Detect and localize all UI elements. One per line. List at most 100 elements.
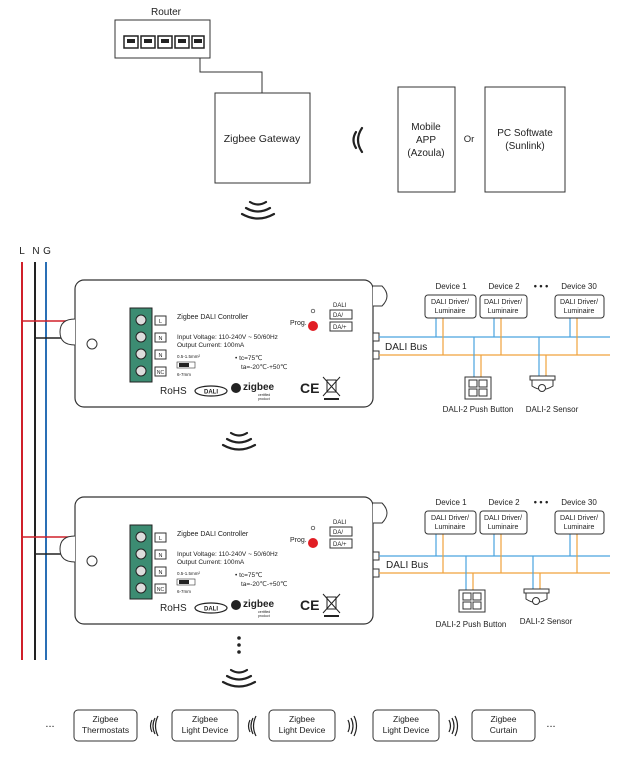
svg-text:Luminaire: Luminaire <box>488 308 519 315</box>
svg-text:Luminaire: Luminaire <box>564 308 595 315</box>
svg-text:Output Current: 100mA: Output Current: 100mA <box>177 559 245 566</box>
device-row-2: Device 1 Device 2 Device 30 • • • DALI D… <box>424 497 605 535</box>
svg-text:Prog.: Prog. <box>290 320 307 327</box>
mobile-app-box: Mobile APP (Azoula) <box>397 86 456 193</box>
bottom-device-light-1: Zigbee Light Device <box>171 709 239 742</box>
svg-text:N: N <box>159 570 163 576</box>
bottom-ellipsis-left: ... <box>45 718 54 730</box>
svg-text:NC: NC <box>157 370 165 376</box>
svg-text:Prog.: Prog. <box>290 537 307 544</box>
router-gateway-cable <box>199 58 263 93</box>
svg-text:Device 2: Device 2 <box>488 282 520 291</box>
svg-text:6-7mm: 6-7mm <box>177 372 191 377</box>
svg-text:N: N <box>159 353 163 359</box>
svg-text:DALI-2 Sensor: DALI-2 Sensor <box>526 405 579 414</box>
svg-text:0.5-1.5mm²: 0.5-1.5mm² <box>177 354 201 359</box>
svg-text:DALI Driver/: DALI Driver/ <box>431 515 469 522</box>
mobile-app-line3: (Azoula) <box>407 148 444 159</box>
svg-text:Thermostats: Thermostats <box>82 725 129 735</box>
svg-text:Device 30: Device 30 <box>561 282 597 291</box>
svg-text:DALI: DALI <box>333 303 347 309</box>
svg-text:Light Device: Light Device <box>279 725 326 735</box>
app-wireless-icon <box>352 126 364 154</box>
wire-g-label: G <box>43 246 51 257</box>
svg-text:Zigbee: Zigbee <box>192 714 218 724</box>
svg-text:• tc=75℃: • tc=75℃ <box>235 571 262 579</box>
dali-bus-2: DALI Bus <box>372 534 610 590</box>
svg-text:Device 30: Device 30 <box>561 498 597 507</box>
zigbee-gateway: Zigbee Gateway <box>214 92 311 184</box>
bottom-device-curtain: Zigbee Curtain <box>471 709 536 742</box>
gateway-wireless-icon <box>240 200 276 220</box>
svg-text:DALI Driver/: DALI Driver/ <box>484 515 522 522</box>
svg-text:Zigbee: Zigbee <box>93 714 119 724</box>
svg-text:Input Voltage: 110-240V ~ 50/6: Input Voltage: 110-240V ~ 50/60Hz <box>177 551 278 558</box>
dali-controller-2: L N N NC Zigbee DALI Controller Input Vo… <box>22 496 388 625</box>
svg-text:DALI Driver/: DALI Driver/ <box>560 515 598 522</box>
mobile-app-line2: APP <box>416 135 436 146</box>
push-button-2: DALI-2 Push Button <box>436 589 506 629</box>
bottom-device-light-2: Zigbee Light Device <box>268 709 336 742</box>
gateway-label: Zigbee Gateway <box>224 133 301 145</box>
svg-text:zigbee: zigbee <box>243 382 275 393</box>
svg-text:product: product <box>258 614 270 618</box>
or-label: Or <box>464 134 475 145</box>
dali-bus-1: DALI Bus <box>372 318 610 377</box>
router-label: Router <box>151 7 182 18</box>
svg-text:Device 1: Device 1 <box>435 498 467 507</box>
svg-text:• tc=75℃: • tc=75℃ <box>235 354 262 362</box>
mobile-app-line1: Mobile <box>411 122 441 133</box>
svg-text:product: product <box>258 397 270 401</box>
svg-text:DALI Bus: DALI Bus <box>385 342 427 353</box>
bottom-device-thermostats: Zigbee Thermostats <box>73 709 138 742</box>
svg-text:DALI: DALI <box>333 520 347 526</box>
svg-text:6-7mm: 6-7mm <box>177 589 191 594</box>
sensor-1: DALI-2 Sensor <box>526 375 579 414</box>
svg-text:Luminaire: Luminaire <box>564 524 595 531</box>
bottom-ellipsis-right: ... <box>546 718 555 730</box>
pc-software-box: PC Softwate (Sunlink) <box>484 86 566 193</box>
svg-text:Zigbee: Zigbee <box>491 714 517 724</box>
svg-text:RoHS: RoHS <box>160 603 187 614</box>
svg-text:• • •: • • • <box>534 281 548 291</box>
wire-n-label: N <box>32 246 39 257</box>
svg-text:DA/: DA/ <box>333 313 343 319</box>
svg-text:Curtain: Curtain <box>490 725 518 735</box>
pc-software-line2: (Sunlink) <box>505 141 544 152</box>
svg-text:L: L <box>159 319 162 325</box>
dali-controller-1: L N N NC Zigbee DALI Controller Input Vo… <box>22 279 388 408</box>
svg-text:N: N <box>159 336 163 342</box>
svg-text:• • •: • • • <box>534 497 548 507</box>
svg-text:Input Voltage: 110-240V ~ 50/6: Input Voltage: 110-240V ~ 50/60Hz <box>177 334 278 341</box>
svg-text:Luminaire: Luminaire <box>435 308 466 315</box>
bottom-device-light-3: Zigbee Light Device <box>372 709 440 742</box>
bottom-wireless-icon-1 <box>149 715 159 737</box>
controller-1-wireless-icon <box>221 431 257 451</box>
svg-text:DALI Bus: DALI Bus <box>386 560 428 571</box>
svg-text:N: N <box>159 553 163 559</box>
svg-text:Output Current: 100mA: Output Current: 100mA <box>177 342 245 349</box>
svg-text:Light Device: Light Device <box>182 725 229 735</box>
pc-software-line1: PC Softwate <box>497 128 553 139</box>
svg-text:zigbee: zigbee <box>243 599 275 610</box>
svg-text:CE: CE <box>300 597 319 613</box>
svg-text:DALI-2 Sensor: DALI-2 Sensor <box>520 617 573 626</box>
sensor-2: DALI-2 Sensor <box>520 588 573 626</box>
bottom-wireless-icon-2 <box>247 715 257 737</box>
svg-text:Zigbee: Zigbee <box>289 714 315 724</box>
router <box>114 19 211 59</box>
svg-text:Light Device: Light Device <box>383 725 430 735</box>
svg-text:DA/: DA/ <box>333 530 343 536</box>
svg-text:RoHS: RoHS <box>160 386 187 397</box>
bottom-wireless-icon-4 <box>448 715 459 737</box>
svg-text:DALI: DALI <box>204 607 218 613</box>
svg-text:DALI Driver/: DALI Driver/ <box>484 299 522 306</box>
push-button-1: DALI-2 Push Button <box>443 376 513 414</box>
svg-text:NC: NC <box>157 587 165 593</box>
svg-text:Zigbee DALI Controller: Zigbee DALI Controller <box>177 531 249 538</box>
svg-text:Zigbee DALI Controller: Zigbee DALI Controller <box>177 314 249 321</box>
svg-text:Zigbee: Zigbee <box>393 714 419 724</box>
svg-text:Device 1: Device 1 <box>435 282 467 291</box>
more-controllers-dots <box>237 636 241 654</box>
